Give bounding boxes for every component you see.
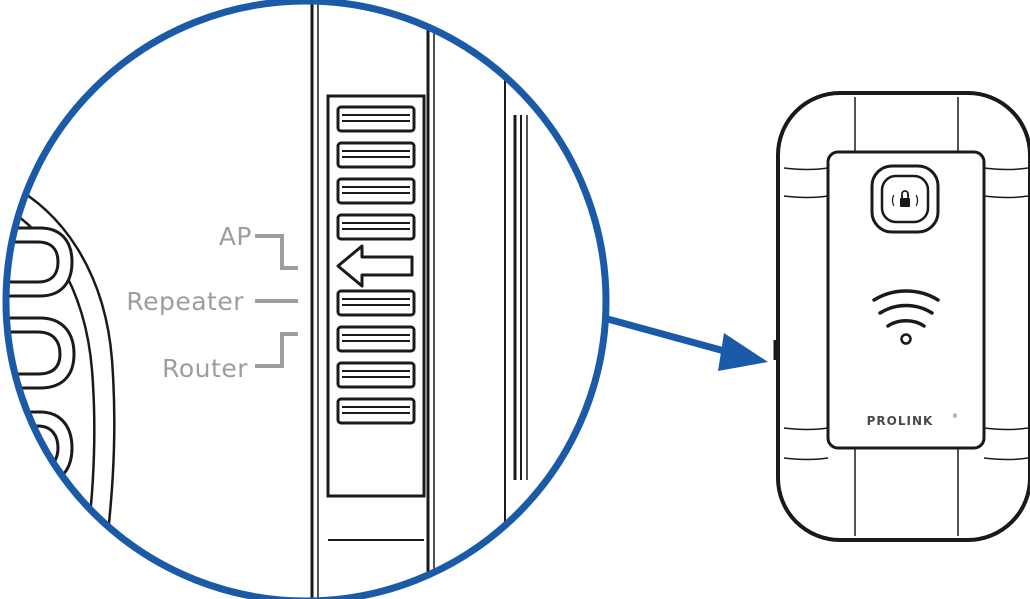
label-router: Router xyxy=(162,354,248,383)
enclosure-lines xyxy=(310,1,528,599)
switch-ridge xyxy=(336,105,416,133)
switch-ridges xyxy=(336,105,416,425)
label-ap: AP xyxy=(219,222,252,251)
wps-button xyxy=(870,164,940,234)
switch-ridge xyxy=(336,177,416,205)
led-bumps xyxy=(6,226,76,486)
switch-ridge xyxy=(336,325,416,353)
ap-bracket xyxy=(255,234,298,270)
mode-slide-switch xyxy=(326,94,426,541)
magnified-detail: AP Repeater Router xyxy=(6,1,528,599)
shell-seams xyxy=(783,97,1029,536)
switch-ridge xyxy=(336,361,416,389)
lock-icon xyxy=(891,190,919,207)
front-panel xyxy=(826,150,986,450)
brand-logo: PROLINK xyxy=(867,414,934,428)
magnifier-ring xyxy=(2,0,610,599)
mode-brackets xyxy=(255,234,298,368)
router-bracket xyxy=(255,332,298,368)
label-repeater: Repeater xyxy=(126,287,244,316)
registered-mark: ® xyxy=(952,413,958,420)
wifi-icon xyxy=(872,289,940,345)
switch-ridge xyxy=(336,213,416,241)
switch-ridge xyxy=(336,141,416,169)
callout-arrow xyxy=(603,314,768,371)
switch-ridge xyxy=(336,397,416,425)
switch-ridge xyxy=(336,289,416,317)
slide-arrow-icon xyxy=(336,244,414,288)
range-extender-device: PROLINK ® xyxy=(773,91,1030,542)
